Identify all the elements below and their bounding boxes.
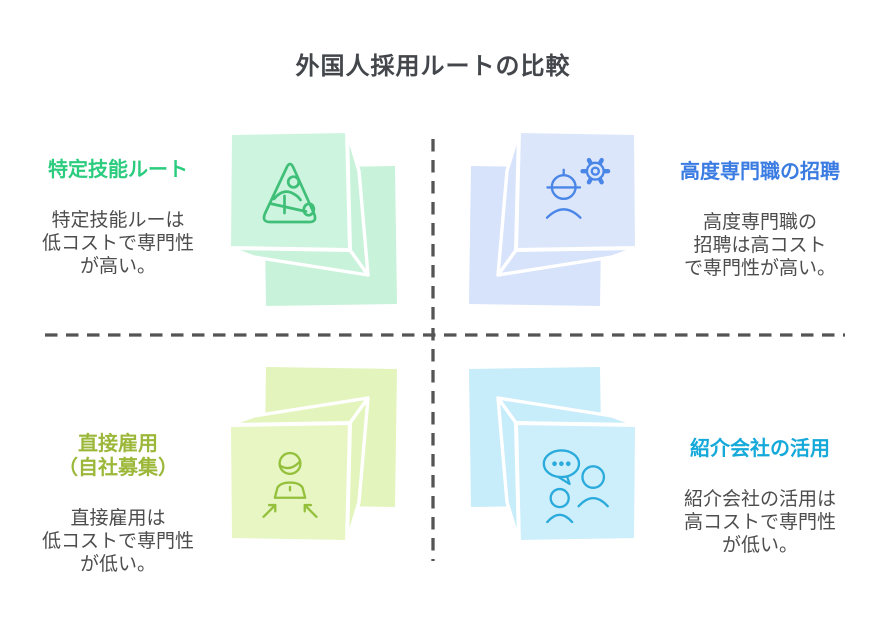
- page-title: 外国人採用ルートの比較: [295, 53, 571, 80]
- quadrant-description: 紹介会社の活用は 高コストで専門性 が低い。: [683, 489, 836, 556]
- quadrant-description: 直接雇用は 低コストで専門性 が低い。: [41, 508, 194, 575]
- quadrant-heading: 直接雇用 （自社募集）: [58, 433, 178, 479]
- cube-illustration-top-left: [226, 118, 398, 308]
- quadrant-chokusetsu-koyou-text: 直接雇用 （自社募集） 直接雇用は 低コストで専門性 が低い。: [14, 414, 222, 594]
- worker-recruiting-arrows-icon: [246, 439, 334, 527]
- quadrant-shoukai-gaisha-text: 紹介会社の活用 紹介会社の活用は 高コストで専門性 が低い。: [648, 419, 872, 575]
- engineer-gear-icon: [532, 146, 620, 234]
- referral-chat-people-icon: [532, 439, 620, 527]
- cube-illustration-bottom-left: [226, 365, 398, 555]
- quadrant-koudo-senmon-text: 高度専門職の招聘 高度専門職の 招聘は高コスト で専門性が高い。: [648, 142, 872, 298]
- quadrant-heading: 特定技能ルート: [48, 159, 188, 181]
- cube-illustration-top-right: [468, 118, 640, 308]
- cube-illustration-bottom-right: [468, 365, 640, 555]
- quadrant-heading: 高度専門職の招聘: [680, 161, 840, 183]
- quadrant-description: 特定技能ルーは 低コストで専門性 が高い。: [41, 210, 194, 277]
- quadrant-tokutei-ginou-text: 特定技能ルート 特定技能ルーは 低コストで専門性 が高い。: [14, 140, 222, 296]
- quadrant-heading: 紹介会社の活用: [690, 438, 830, 460]
- quadrant-description: 高度専門職の 招聘は高コスト で専門性が高い。: [683, 212, 836, 279]
- construction-sign-icon: [246, 146, 334, 234]
